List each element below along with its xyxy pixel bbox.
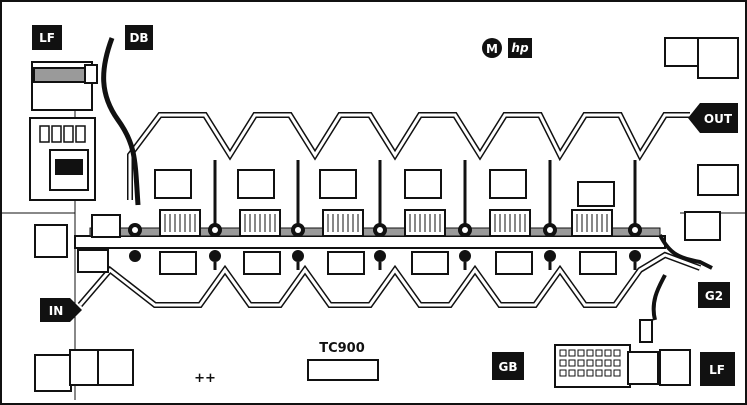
pad-g2 <box>698 282 730 308</box>
pad-mid-right <box>697 164 739 196</box>
stage-cells <box>77 169 617 275</box>
stage-2-top-cap <box>237 169 275 199</box>
stage-3-top-cap <box>319 169 357 199</box>
bond-pads <box>34 37 739 392</box>
stage-5-bottom-cap <box>495 251 533 275</box>
hp-logo-text: hp <box>511 41 529 55</box>
db-wire <box>101 37 141 206</box>
stage-5-top-cap <box>489 169 527 199</box>
stage-0-fet <box>91 214 121 238</box>
bias-grid-capacitor <box>627 351 659 385</box>
stage-4-top-cap <box>404 169 442 199</box>
alignment-marks: ++ <box>194 371 216 386</box>
pad-db <box>125 25 153 50</box>
pad-top-right-1 <box>664 37 701 67</box>
pad-gb-label: GB <box>499 360 518 374</box>
via-holes-inner <box>132 227 638 233</box>
stage-1-top-cap <box>154 169 192 199</box>
gate-bus <box>74 235 666 249</box>
pad-bottom-left-3 <box>97 349 134 386</box>
part-number: TC900 <box>319 341 365 356</box>
test-pad-rect <box>307 359 379 381</box>
pad-bottom-left-2 <box>69 349 101 386</box>
bias-grid-via <box>639 319 653 343</box>
pad-bottom-left-1 <box>34 354 72 392</box>
bias-array-fill <box>33 67 89 83</box>
stage-1-bottom-cap <box>159 251 197 275</box>
stage-4-bottom-cap <box>411 251 449 275</box>
bottom-meander-inner <box>78 253 701 307</box>
pad-out <box>688 103 738 133</box>
pad-right-bias <box>684 211 721 241</box>
motorola-logo <box>482 38 502 58</box>
bias-grid-cells <box>559 349 621 377</box>
pad-g2-label: G2 <box>705 289 723 303</box>
fet-fingers <box>164 214 608 232</box>
pad-in <box>40 298 82 322</box>
hp-logo <box>508 38 532 58</box>
pad-db-label: DB <box>129 31 148 45</box>
pad-lf-bottom-label: LF <box>709 363 725 377</box>
stage-6-bottom-cap <box>579 251 617 275</box>
bias-cells <box>39 125 86 143</box>
pad-left-mid <box>34 224 68 258</box>
pad-lf-top <box>32 25 62 50</box>
stage-2-bottom-cap <box>243 251 281 275</box>
stage-risers <box>213 160 637 270</box>
pad-in-label: IN <box>49 304 64 318</box>
pad-bottom-right-1 <box>659 349 691 386</box>
bias-capacitor-window <box>55 159 83 175</box>
g2-wire <box>651 234 713 321</box>
stage-0-bottom-cap <box>77 249 109 273</box>
via-connector <box>84 64 98 84</box>
pad-lf-top-label: LF <box>39 31 55 45</box>
pad-gb <box>492 352 524 380</box>
pad-out-label: OUT <box>704 112 733 126</box>
stage-6-top-cap <box>577 181 615 207</box>
top-meander-inner <box>128 113 690 200</box>
stage-3-bottom-cap <box>327 251 365 275</box>
motorola-logo-text: M <box>486 42 498 56</box>
pad-lf-bottom <box>700 352 735 386</box>
pad-top-right-2 <box>697 37 739 79</box>
